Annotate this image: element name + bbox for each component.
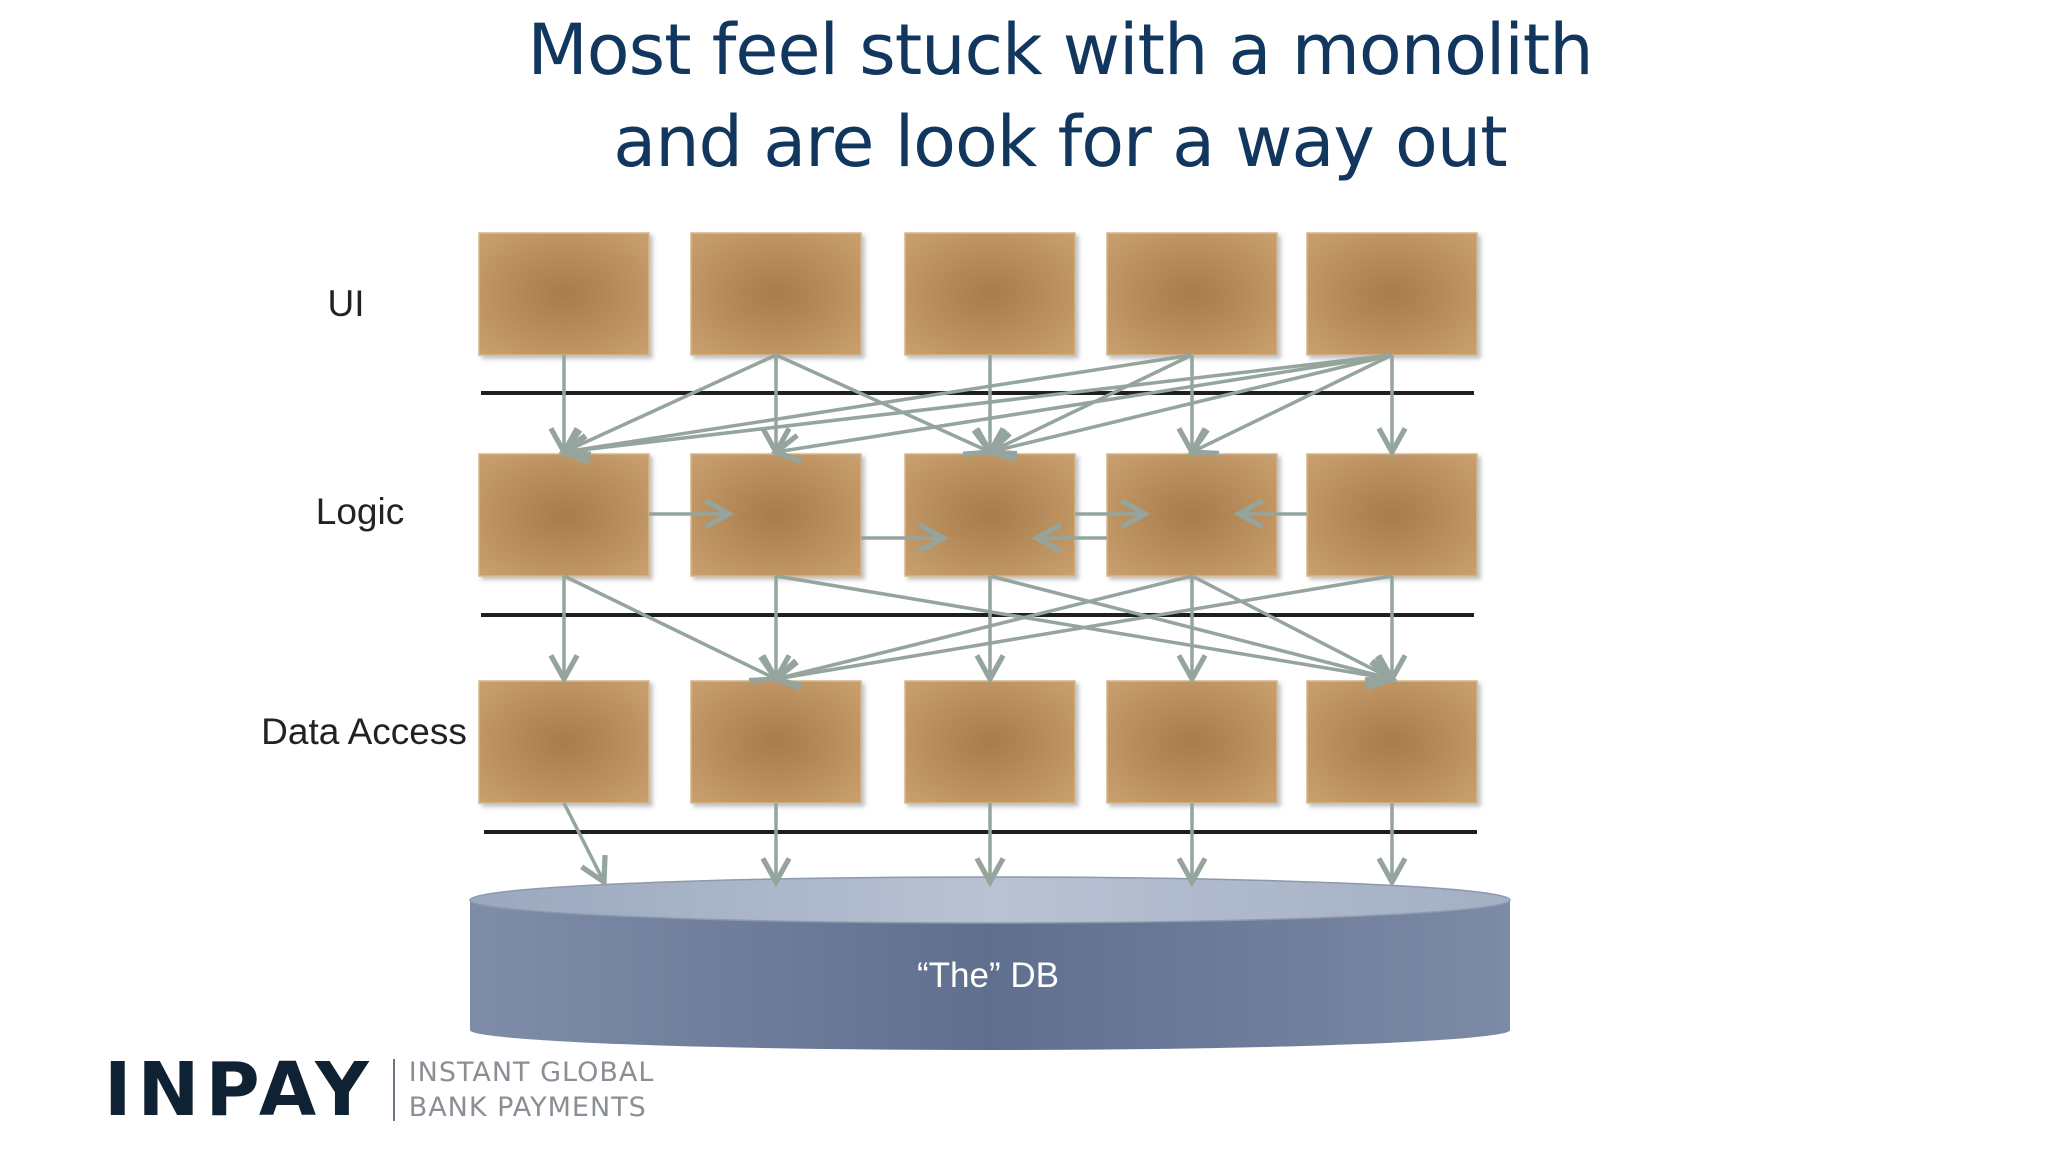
logo-tagline-line2: BANK PAYMENTS	[408, 1092, 647, 1123]
logo-tagline-line1: INSTANT GLOBAL	[408, 1057, 655, 1088]
logic-to-data-arrow	[1191, 574, 1392, 679]
data-component-box-1	[478, 680, 650, 804]
logic-component-box-5	[1306, 453, 1478, 577]
ui-to-logic-arrow	[776, 353, 1393, 452]
data-to-db-arrow	[562, 802, 604, 882]
logo-tagline: INSTANT GLOBAL BANK PAYMENTS	[409, 1055, 655, 1125]
data-component-box-3	[904, 680, 1076, 804]
ui-component-box-2	[690, 232, 862, 356]
data-component-box-2	[690, 680, 862, 804]
logic-component-box-3	[904, 453, 1076, 577]
ui-component-box-4	[1106, 232, 1278, 356]
logic-component-box-1	[478, 453, 650, 577]
database-cylinder: “The” DB	[469, 876, 1511, 1050]
logic-to-data-arrow	[776, 574, 1393, 679]
ui-to-logic-arrow	[990, 353, 1393, 452]
ui-to-logic-arrow	[564, 353, 1393, 452]
ui-to-logic-arrow	[564, 353, 777, 452]
ui-component-box-5	[1306, 232, 1478, 356]
logic-to-data-arrow	[776, 574, 1193, 679]
layer-label-logic: Logic	[316, 491, 404, 532]
logo-wordmark: INPAY	[104, 1047, 375, 1133]
ui-to-logic-arrow	[1192, 353, 1393, 452]
ui-component-box-1	[478, 232, 650, 356]
database-label: “The” DB	[917, 956, 1059, 995]
layer-label-data-access: Data Access	[261, 711, 467, 752]
ui-to-logic-arrow	[564, 353, 1193, 452]
data-component-box-4	[1106, 680, 1278, 804]
ui-component-box-3	[904, 232, 1076, 356]
inpay-logo: INPAY INSTANT GLOBAL BANK PAYMENTS	[104, 1050, 654, 1130]
data-component-box-5	[1306, 680, 1478, 804]
layer-label-ui: UI	[328, 283, 365, 324]
logic-to-data-arrow	[563, 574, 776, 679]
title-line-1: Most feel stuck with a monolith	[527, 9, 1593, 91]
logo-divider	[392, 1059, 395, 1121]
title-line-2: and are look for a way out	[613, 101, 1507, 183]
slide-title: Most feel stuck with a monolith and are …	[0, 4, 2048, 188]
